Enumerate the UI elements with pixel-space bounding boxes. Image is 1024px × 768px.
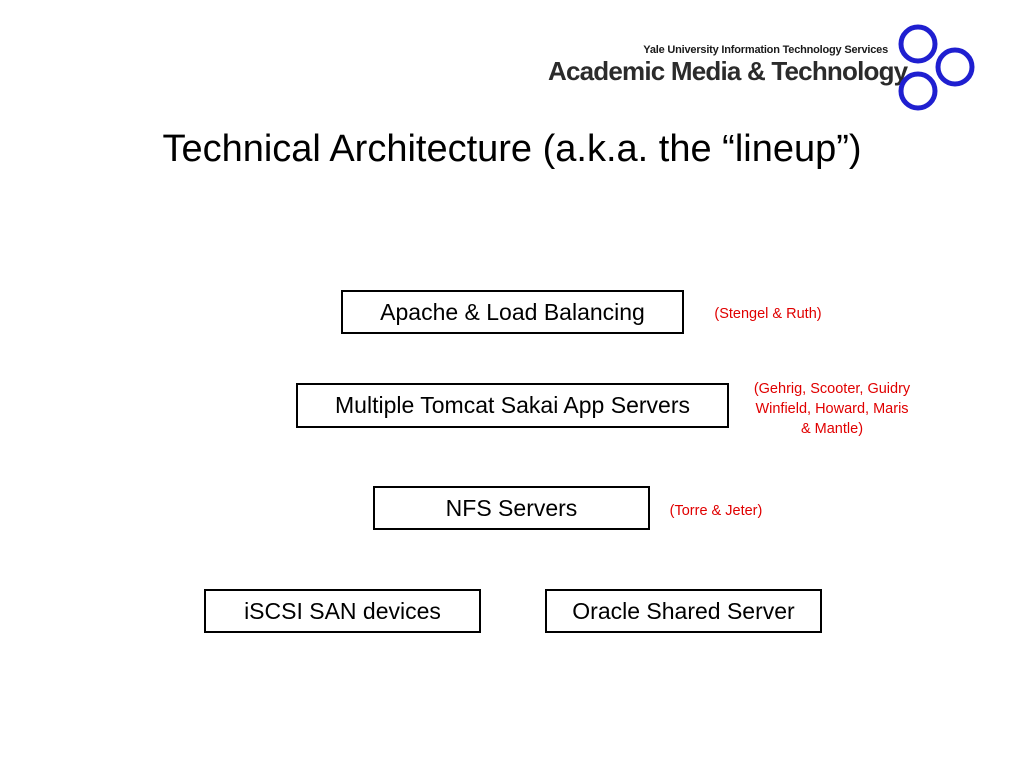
node-tomcat-app-servers: Multiple Tomcat Sakai App Servers (296, 383, 729, 428)
node-iscsi-san-devices: iSCSI SAN devices (204, 589, 481, 633)
note-tomcat-line-2: Winfield, Howard, Maris (755, 401, 909, 417)
logo-title: Academic Media & Technology (548, 56, 908, 86)
node-nfs-servers: NFS Servers (373, 486, 650, 530)
logo-subtitle: Yale University Information Technology S… (643, 44, 888, 56)
node-apache-load-balancing: Apache & Load Balancing (341, 290, 684, 334)
note-nfs-owners: (Torre & Jeter) (669, 503, 763, 519)
note-tomcat-line-1: (Gehrig, Scooter, Guidry (753, 381, 911, 397)
note-tomcat-owners: (Gehrig, Scooter, Guidry Winfield, Howar… (734, 379, 930, 439)
note-tomcat-line-3: & Mantle) (800, 421, 864, 437)
note-apache-owners: (Stengel & Ruth) (714, 306, 822, 322)
slide-title: Technical Architecture (a.k.a. the “line… (162, 128, 862, 170)
three-rings-logo-icon (898, 24, 975, 111)
node-oracle-shared-server: Oracle Shared Server (545, 589, 822, 633)
